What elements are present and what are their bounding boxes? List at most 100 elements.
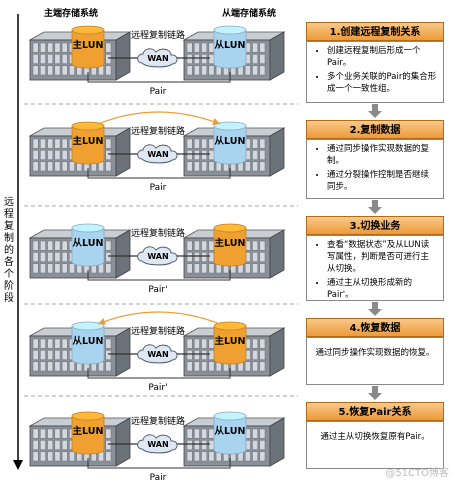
disk-slot <box>208 42 215 53</box>
disk-slot <box>186 150 193 160</box>
disk-slot <box>194 42 200 53</box>
disk-slot <box>252 263 258 274</box>
disk-slot <box>61 451 68 462</box>
sync-arrow <box>97 111 221 125</box>
disk-slot <box>208 240 215 251</box>
disk-slot <box>105 350 112 360</box>
right-lun-label: 从LUN <box>215 40 246 51</box>
disk-slot <box>61 150 68 160</box>
disk-slot <box>61 440 68 450</box>
disk-slot <box>259 150 266 160</box>
disk-slot <box>244 451 251 462</box>
left-storage-side <box>115 327 131 377</box>
step-down-arrow-icon <box>368 104 382 118</box>
step-title: 1.创建远程复制关系 <box>306 22 444 41</box>
disk-slot <box>252 440 258 450</box>
disk-slot <box>201 252 208 262</box>
right-storage-side <box>269 417 285 467</box>
disk-slot <box>40 65 46 76</box>
wan-cloud-icon <box>137 48 178 68</box>
disk-slot <box>47 65 54 76</box>
wan-label: WAN <box>147 150 168 159</box>
disk-slot <box>259 440 266 450</box>
disk-slot <box>105 54 112 64</box>
disk-slot <box>259 451 266 462</box>
replication-link-label: 远程复制链路 <box>131 125 185 137</box>
disk-slot <box>40 263 46 274</box>
disk-slot <box>259 42 266 53</box>
disk-slot <box>201 138 208 149</box>
disk-slot <box>32 440 39 450</box>
right-lun-label: 从LUN <box>215 136 246 147</box>
disk-slot <box>186 252 193 262</box>
disk-slot <box>244 263 251 274</box>
disk-slot <box>201 428 208 439</box>
disk-slot <box>201 54 208 64</box>
pair-bracket <box>87 368 231 379</box>
wan-cloud-icon <box>137 144 178 164</box>
right-lun-label: 主LUN <box>215 237 246 249</box>
disk-slot <box>201 150 208 160</box>
disk-slot <box>201 451 208 462</box>
disk-slot <box>32 240 39 251</box>
step-bullet: 通过主从切换形成新的Pair'。 <box>327 277 437 301</box>
step-description: 创建远程复制后形成一个Pair。多个业务关联的Pair的集合形成一个一致性组。 <box>306 41 444 103</box>
disk-slot <box>208 138 215 149</box>
disk-slot <box>201 161 208 172</box>
disk-slot <box>40 240 46 251</box>
disk-slot <box>32 252 39 262</box>
secondary-storage-header: 从端存储系统 <box>222 9 277 19</box>
disk-slot <box>194 161 200 172</box>
disk-slot <box>54 263 61 274</box>
left-lun-top <box>71 411 105 421</box>
step-text: 通过同步操作实现数据的恢复。 <box>315 348 435 358</box>
right-lun-top <box>213 223 247 233</box>
disk-slot <box>252 42 258 53</box>
disk-slot <box>259 338 266 349</box>
disk-slot <box>208 150 215 160</box>
disk-slot <box>69 65 75 76</box>
disk-slot <box>32 54 39 64</box>
disk-slot <box>208 451 215 462</box>
disk-slot <box>47 42 54 53</box>
disk-slot <box>194 240 200 251</box>
step-bullet: 查看“数据状态”及从LUN读写属性，判断是否可进行主从切换。 <box>327 239 437 275</box>
disk-slot <box>252 338 258 349</box>
right-storage-side <box>269 31 285 81</box>
disk-slot <box>69 361 75 372</box>
disk-slot <box>201 338 208 349</box>
left-lun-top <box>71 121 105 131</box>
stages-side-label: 远程复制的各个阶段 <box>4 197 14 304</box>
disk-slot <box>252 428 258 439</box>
step-bullet: 多个业务关联的Pair的集合形成一个一致性组。 <box>327 71 437 95</box>
step-title: 3.切换业务 <box>306 216 444 235</box>
left-lun-label: 主LUN <box>73 425 104 437</box>
disk-slot <box>252 451 258 462</box>
disk-slot <box>47 428 54 439</box>
disk-slot <box>47 54 54 64</box>
disk-slot <box>32 263 39 274</box>
left-storage-side <box>115 127 131 177</box>
step-bullet: 通过同步操作实现数据的复制。 <box>327 143 437 167</box>
disk-slot <box>32 428 39 439</box>
disk-slot <box>54 161 61 172</box>
disk-slot <box>259 240 266 251</box>
disk-slot <box>186 65 193 76</box>
disk-slot <box>259 350 266 360</box>
step-bullet: 通过分裂操作控制是否继续同步。 <box>327 169 437 193</box>
disk-slot <box>54 451 61 462</box>
disk-slot <box>194 428 200 439</box>
disk-slot <box>40 428 46 439</box>
pair-bracket <box>87 168 231 179</box>
disk-slot <box>201 240 208 251</box>
right-lun-top <box>213 121 247 131</box>
disk-slot <box>54 428 61 439</box>
disk-slot <box>47 150 54 160</box>
disk-slot <box>194 338 200 349</box>
disk-slot <box>208 428 215 439</box>
disk-slot <box>186 263 193 274</box>
left-lun-body <box>71 325 105 365</box>
disk-slot <box>208 252 215 262</box>
pair-label: Pair' <box>148 285 167 295</box>
